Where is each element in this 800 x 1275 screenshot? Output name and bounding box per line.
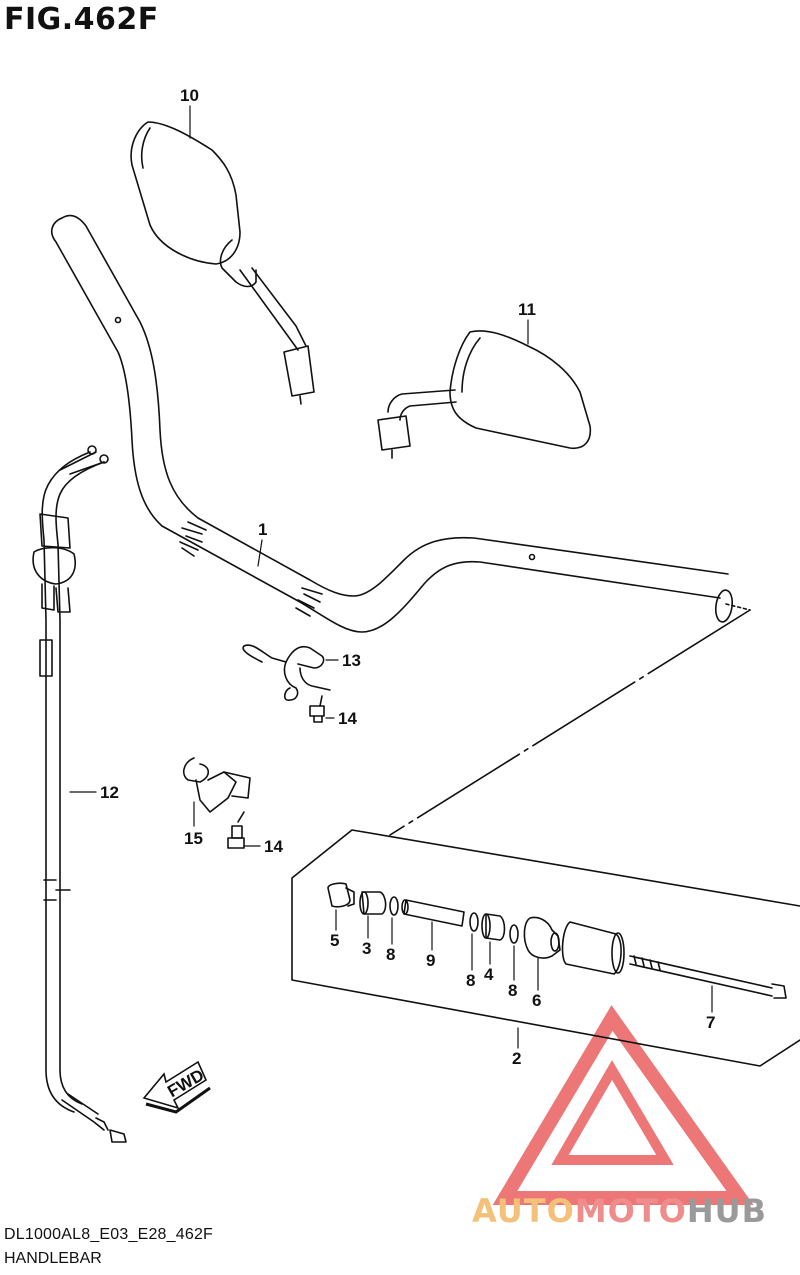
bracket <box>182 757 251 813</box>
part-5 <box>327 882 355 908</box>
throttle-cable <box>32 445 127 1143</box>
watermark-logo <box>492 1005 754 1205</box>
mirror-right <box>377 330 592 459</box>
label-13: 13 <box>342 651 361 670</box>
part-3 <box>359 891 387 915</box>
watermark-text: AUTOMOTOHUB <box>472 1192 767 1230</box>
label-11: 11 <box>518 300 536 319</box>
part-6 <box>523 916 561 959</box>
bar-end-weight <box>561 921 625 975</box>
bolt-lower <box>227 811 245 849</box>
watermark-moto: MOTO <box>574 1192 687 1230</box>
label-8b: 8 <box>466 971 475 990</box>
label-6: 6 <box>532 991 541 1010</box>
label-10: 10 <box>180 86 199 105</box>
figure-caption: HANDLEBAR <box>4 1250 102 1267</box>
label-2: 2 <box>512 1049 521 1068</box>
leader-lines <box>69 105 713 1049</box>
washer-c <box>509 924 519 944</box>
washer-a <box>389 896 399 916</box>
figure-title: FIG.462F <box>4 2 159 37</box>
label-8c: 8 <box>508 981 517 1000</box>
fwd-arrow: FWD <box>142 1060 211 1114</box>
bolt-upper <box>309 695 325 723</box>
handlebar <box>50 214 751 633</box>
kit-box <box>291 829 800 1067</box>
label-1: 1 <box>258 520 267 539</box>
mirror-left <box>130 121 315 405</box>
label-7: 7 <box>706 1013 715 1032</box>
label-14-upper: 14 <box>338 709 357 728</box>
part-7 <box>629 955 787 999</box>
leader-dashed <box>389 609 751 836</box>
label-9: 9 <box>426 951 435 970</box>
label-14-lower: 14 <box>264 837 283 856</box>
part-9 <box>401 899 465 927</box>
washer-b <box>469 912 479 932</box>
label-8a: 8 <box>386 945 395 964</box>
part-labels: 10 11 1 13 14 12 15 14 5 3 8 9 8 4 8 6 7… <box>100 86 715 1068</box>
label-4: 4 <box>484 965 494 984</box>
label-12: 12 <box>100 783 119 802</box>
cable-clamp <box>242 644 331 701</box>
watermark-auto: AUTO <box>472 1192 575 1230</box>
label-15: 15 <box>184 829 203 848</box>
part-4 <box>481 913 506 941</box>
watermark-hub: HUB <box>686 1192 768 1230</box>
label-3: 3 <box>362 939 371 958</box>
label-5: 5 <box>330 931 339 950</box>
figure-code: DL1000AL8_E03_E28_462F <box>4 1226 214 1243</box>
